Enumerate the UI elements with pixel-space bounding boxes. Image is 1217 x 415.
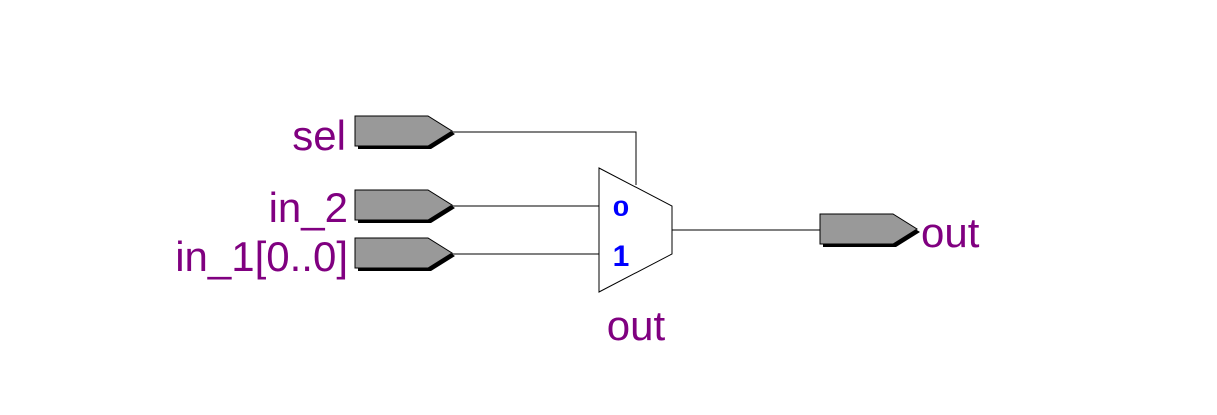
label-out: out [921, 209, 980, 256]
mux-pin-0-label: 0 [613, 196, 630, 221]
port-out[interactable] [819, 213, 920, 247]
label-sel: sel [292, 112, 346, 159]
wire-sel[interactable] [452, 131, 637, 185]
port-sel[interactable] [354, 115, 455, 149]
label-in-1: in_1[0..0] [175, 233, 348, 280]
wires [452, 131, 820, 255]
port-in-1[interactable] [354, 237, 455, 271]
label-in-2: in_2 [269, 184, 348, 231]
mux-pin-1-label: 1 [613, 240, 630, 273]
port-in-2[interactable] [354, 189, 455, 223]
mux-body[interactable] [598, 167, 673, 293]
mux-instance-name: out [607, 302, 666, 349]
